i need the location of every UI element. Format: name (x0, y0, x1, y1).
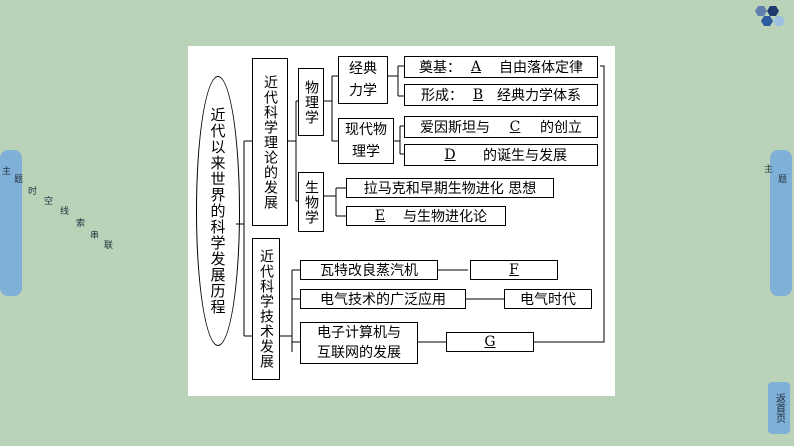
back-home-button[interactable]: 返首页 (768, 382, 790, 434)
modern-physics-node: 现代物理学 (338, 118, 394, 164)
left-tab-char: 联 (104, 241, 114, 251)
computer-node: 电子计算机与 互联网的发展 (300, 322, 418, 364)
left-tab-char: 题 (14, 175, 24, 185)
branch-theory: 近代科学理论的发展 (252, 58, 288, 226)
left-side-tab[interactable] (0, 150, 22, 296)
answer-f-box: F (470, 260, 558, 280)
left-tab-char: 索 (76, 219, 86, 229)
right-tab-char: 主 (764, 165, 774, 175)
knowledge-diagram: 近代以来世界的科学发展历程 近代科学理论的发展 近代科学技术发展 物理学 生物学… (188, 46, 615, 396)
physics-node: 物理学 (298, 68, 324, 136)
electric-age-box: 电气时代 (504, 289, 592, 309)
right-tab-char: 题 (778, 175, 788, 185)
right-side-tab[interactable] (770, 150, 792, 296)
classical-mechanics-node: 经典力学 (338, 56, 388, 104)
lamarck-node: 拉马克和早期生物进化 思想 (346, 178, 554, 198)
watt-node: 瓦特改良蒸汽机 (300, 260, 438, 280)
left-tab-char: 主 (2, 167, 12, 177)
left-tab-char: 时 (28, 187, 38, 197)
answer-g-box: G (446, 332, 534, 352)
hexagon-decoration-icon (755, 6, 785, 26)
branch-tech: 近代科学技术发展 (252, 238, 280, 380)
root-topic: 近代以来世界的科学发展历程 (196, 76, 240, 346)
electric-node: 电气技术的广泛应用 (300, 289, 466, 309)
left-tab-char: 串 (90, 231, 100, 241)
connector-lines (236, 65, 605, 352)
left-tab-char: 线 (60, 207, 70, 217)
left-tab-char: 空 (44, 197, 54, 207)
biology-node: 生物学 (298, 172, 324, 232)
